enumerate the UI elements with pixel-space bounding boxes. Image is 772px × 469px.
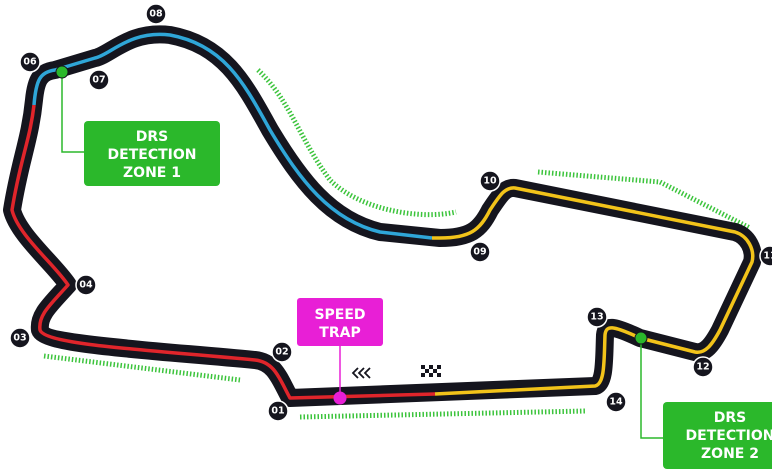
svg-text:02: 02: [275, 347, 288, 358]
drs-zone-1-label: ZONE 1: [123, 165, 181, 181]
speed-trap-label: TRAP: [319, 325, 360, 341]
drs-zone-2-label: DETECTION: [686, 428, 772, 444]
turn-marker: 09: [469, 241, 491, 263]
drs-zone-2-label: DRS: [714, 410, 746, 426]
speed-trap: SPEED TRAP: [297, 298, 383, 405]
svg-text:01: 01: [271, 406, 284, 417]
drs-zone-marker-4: [43, 353, 241, 383]
turn-marker: 13: [586, 306, 608, 328]
drs-zone-2-label: ZONE 2: [701, 446, 759, 462]
turn-marker: 04: [75, 274, 97, 296]
svg-text:12: 12: [696, 362, 709, 373]
turn-marker: 11: [759, 245, 772, 267]
svg-text:14: 14: [609, 397, 623, 408]
drs-detection-zone-1: DRS DETECTION ZONE 1: [55, 65, 220, 186]
svg-text:11: 11: [763, 251, 772, 262]
drs-zone-marker-3: [299, 408, 587, 420]
svg-text:06: 06: [23, 57, 37, 68]
drs-zone-1-label: DRS: [136, 129, 168, 145]
turn-marker: 02: [271, 341, 293, 363]
turn-marker: 08: [145, 3, 167, 25]
drs-zone-1-label: DETECTION: [108, 147, 197, 163]
drs-zone-marker-2: [537, 169, 752, 231]
drs-detection-point-1: [55, 65, 69, 79]
svg-text:10: 10: [483, 176, 497, 187]
sector-1-line: [10, 104, 436, 400]
turn-marker: 14: [605, 391, 627, 413]
turn-marker: 01: [267, 400, 289, 422]
svg-text:04: 04: [79, 280, 93, 291]
drs-detection-zone-2: DRS DETECTION ZONE 2: [634, 331, 772, 469]
turn-marker: 06: [19, 51, 41, 73]
turn-marker: 07: [88, 69, 110, 91]
drs-zone-marker-1: [256, 68, 457, 218]
turn-marker: 03: [9, 327, 31, 349]
svg-text:13: 13: [590, 312, 603, 323]
svg-text:09: 09: [473, 247, 486, 258]
direction-chevrons-icon: [351, 367, 371, 379]
speed-trap-label: SPEED: [314, 307, 365, 323]
turn-marker: 10: [479, 170, 501, 192]
drs-detection-point-2: [634, 331, 648, 345]
svg-text:07: 07: [92, 75, 105, 86]
turn-marker: 12: [692, 356, 714, 378]
chequered-flag-icon: [421, 365, 441, 377]
speed-trap-point: [333, 391, 347, 405]
svg-text:08: 08: [149, 9, 163, 20]
sector-2-line: [32, 32, 433, 240]
svg-text:03: 03: [13, 333, 26, 344]
sector-3-line: [432, 186, 755, 396]
